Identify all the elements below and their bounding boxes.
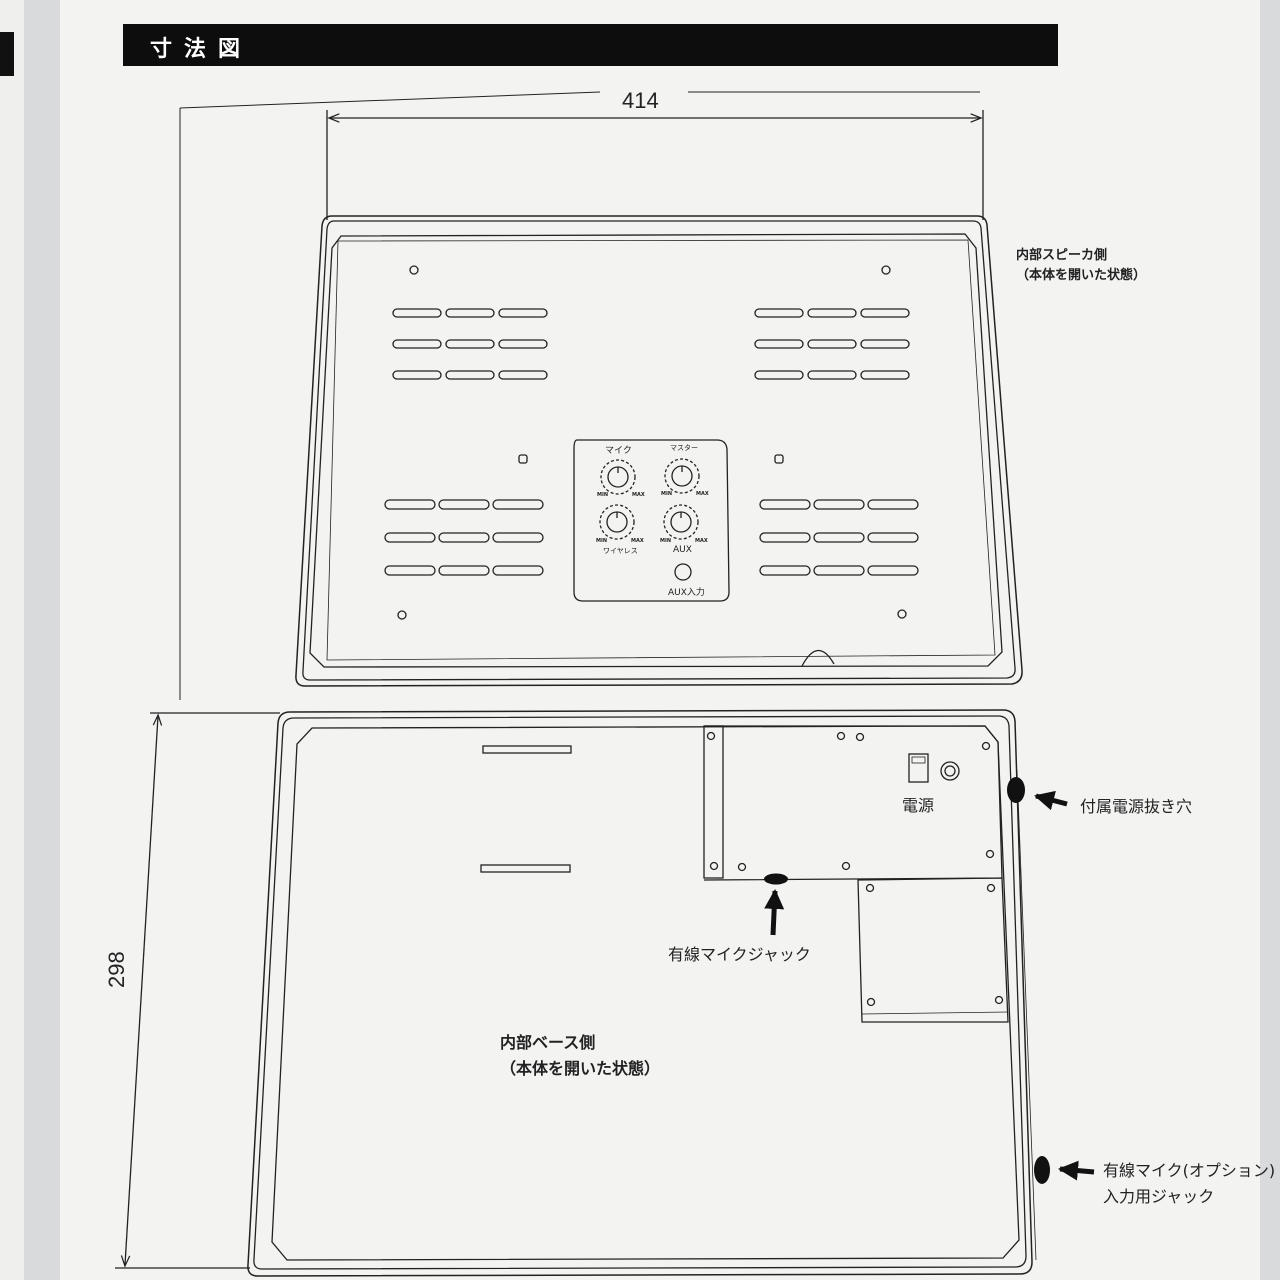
knob-aux-label: AUX: [673, 545, 692, 555]
vent-slots-bottom-right: [759, 499, 919, 576]
page-guide-line: [179, 91, 601, 109]
vent-slot: [492, 532, 544, 543]
vent-slot: [498, 308, 548, 318]
previous-page-edge: [0, 0, 24, 1280]
base-panel: [247, 709, 1037, 1277]
height-dimension-line: [125, 716, 158, 1265]
vent-slot: [392, 308, 442, 318]
knob-wireless-label: ワイヤレス: [603, 547, 638, 555]
vent-slot: [384, 532, 436, 543]
vent-slot: [445, 370, 495, 380]
vent-slots-top-left: [392, 308, 548, 380]
wireless-min-label: MIN: [596, 538, 608, 544]
knob-master-label: マスター: [670, 444, 698, 452]
power-label: 電源: [902, 796, 935, 815]
base-cover-plate: [857, 877, 1009, 1023]
power-hole-arrow: [1034, 790, 1068, 811]
power-cord-hole-label: 付属電源抜き穴: [1080, 797, 1193, 816]
speaker-panel: [295, 215, 1023, 687]
section-title-bar: [123, 24, 1058, 66]
vent-slot: [867, 532, 919, 543]
base-side-label-line1: 内部ベース側: [500, 1033, 596, 1052]
knob-wireless: [599, 504, 635, 540]
power-socket: [940, 761, 960, 781]
vent-slot: [498, 339, 548, 349]
mic-min-label: MIN: [597, 492, 609, 498]
optional-mic-jack-hole: [1034, 1156, 1050, 1184]
vent-slot: [392, 339, 442, 349]
vent-slot: [392, 370, 442, 380]
vent-slot: [759, 532, 811, 543]
vent-slot: [860, 308, 910, 318]
vent-slot: [384, 499, 436, 510]
vent-slot: [445, 308, 495, 318]
vent-slot: [807, 339, 857, 349]
aux-min-label: MIN: [660, 538, 672, 544]
speaker-side-label-line1: 内部スピーカ側: [1016, 248, 1108, 263]
vent-slot: [860, 339, 910, 349]
height-dimension-label: 298: [104, 951, 129, 988]
wired-mic-jack-label: 有線マイクジャック: [668, 945, 811, 964]
control-panel: [573, 439, 730, 602]
vent-slot: [754, 370, 804, 380]
vent-slot: [759, 499, 811, 510]
vent-slot: [867, 565, 919, 576]
vent-slot: [813, 565, 865, 576]
previous-page-title-bar: [0, 32, 14, 76]
manual-page: [60, 0, 1260, 1280]
power-cord-hole: [1007, 777, 1025, 803]
knob-aux: [663, 504, 699, 540]
vent-slot: [438, 499, 490, 510]
wireless-max-label: MAX: [631, 538, 644, 544]
vent-slot: [492, 565, 544, 576]
optional-mic-jack-label-line2: 入力用ジャック: [1103, 1187, 1215, 1206]
knob-master: [664, 458, 700, 494]
vent-slot: [813, 499, 865, 510]
vent-slot: [498, 370, 548, 380]
vent-slot: [384, 565, 436, 576]
aux-max-label: MAX: [695, 538, 708, 544]
vent-slots-top-right: [754, 308, 910, 380]
base-slot-middle: [480, 864, 571, 873]
speaker-side-label: 内部スピーカ側 （本体を開いた状態）: [1016, 246, 1146, 286]
vent-slot: [807, 308, 857, 318]
optional-mic-jack-label-line1: 有線マイク(オプション): [1103, 1161, 1276, 1180]
base-side-label-line2: （本体を開いた状態）: [500, 1059, 661, 1078]
vent-slot: [438, 532, 490, 543]
knob-mic-label: マイク: [605, 446, 632, 456]
vent-slot: [759, 565, 811, 576]
section-title: 寸法図: [150, 37, 253, 62]
vent-slot: [860, 370, 910, 380]
vent-slot: [754, 339, 804, 349]
speaker-side-label-line2: （本体を開いた状態）: [1016, 268, 1147, 283]
vent-slot: [445, 339, 495, 349]
mic-jack-arrow: [764, 889, 785, 936]
power-switch: [908, 753, 929, 783]
vent-slot: [813, 532, 865, 543]
master-min-label: MIN: [661, 491, 673, 497]
base-slot-top: [482, 745, 572, 754]
width-dimension-label: 414: [622, 88, 659, 113]
optional-jack-arrow: [1058, 1160, 1095, 1181]
power-compartment: [703, 725, 1003, 881]
vent-slot: [492, 499, 544, 510]
vent-slot: [754, 308, 804, 318]
vent-slot: [438, 565, 490, 576]
base-side-label: 内部ベース側 （本体を開いた状態）: [500, 1030, 660, 1082]
vent-slot: [807, 370, 857, 380]
mic-max-label: MAX: [632, 492, 645, 498]
base-bracket: [703, 725, 724, 879]
aux-input-label: AUX入力: [668, 588, 705, 598]
vent-slot: [867, 499, 919, 510]
wired-mic-jack-hole: [764, 873, 788, 885]
aux-input-jack: [674, 563, 692, 581]
vent-slots-bottom-left: [384, 499, 544, 576]
knob-mic: [600, 459, 636, 495]
master-max-label: MAX: [696, 491, 709, 497]
